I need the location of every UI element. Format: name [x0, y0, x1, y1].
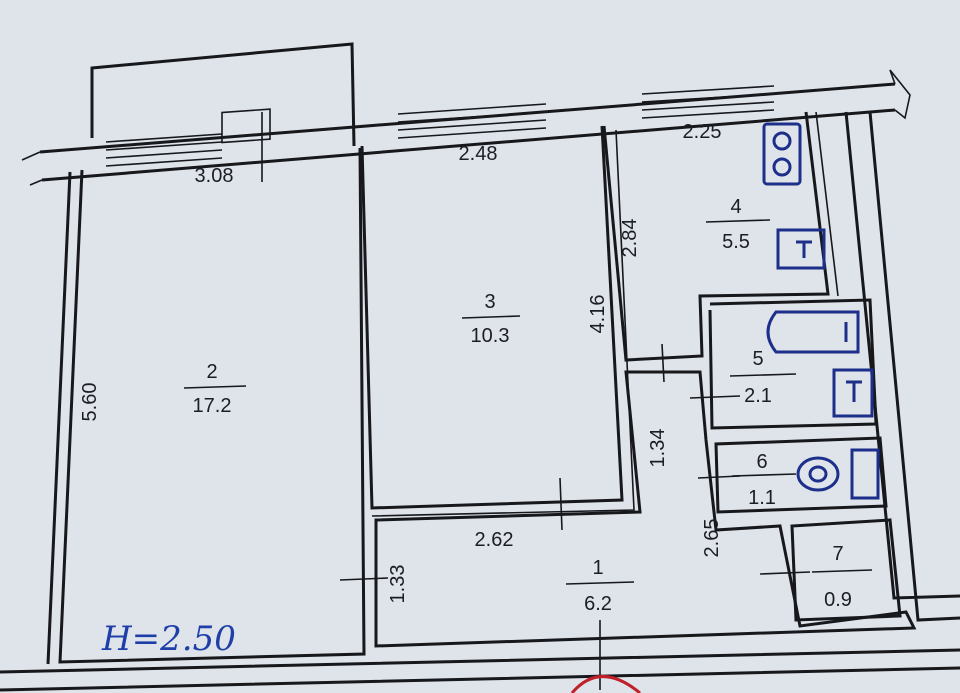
dimension-room3-width-bottom: 2.62 — [475, 529, 514, 551]
toilet-icon — [796, 448, 880, 500]
ceiling-height-note: H=2.50 — [101, 619, 236, 659]
room-label-6: 6 1.1 — [731, 451, 797, 509]
room-number: 4 — [730, 196, 741, 218]
room-number: 2 — [206, 361, 217, 383]
room7-outline — [790, 518, 902, 622]
dimension-room4-width: 2.25 — [683, 121, 722, 143]
room-label-1: 1 6.2 — [565, 557, 635, 615]
exterior-wall-bottom — [0, 648, 960, 692]
room-area: 2.1 — [744, 385, 772, 407]
window-room2 — [105, 108, 271, 167]
room-area: 0.9 — [824, 589, 852, 611]
door-ticks — [261, 112, 811, 581]
stamp-mark — [570, 675, 641, 693]
dimension-hall-depth: 1.33 — [387, 565, 409, 604]
dimension-corridor-lower: 2.65 — [701, 519, 723, 558]
balcony-outline — [90, 42, 356, 147]
room-area: 5.5 — [722, 231, 750, 253]
room-area: 1.1 — [748, 487, 776, 509]
room-label-4: 4 5.5 — [705, 196, 771, 253]
dimension-room2-width: 3.08 — [195, 165, 234, 187]
room2-outline — [58, 147, 366, 664]
washbasin-icon — [832, 368, 874, 418]
window-kitchen — [641, 85, 775, 119]
stove-icon — [762, 122, 802, 186]
room-label-2: 2 17.2 — [183, 361, 247, 417]
room-area: 17.2 — [193, 395, 232, 417]
room-label-7: 7 0.9 — [811, 543, 873, 611]
room-number: 5 — [752, 348, 763, 370]
room-label-3: 3 10.3 — [461, 291, 521, 347]
room-area: 10.3 — [471, 325, 510, 347]
room-label-5: 5 2.1 — [729, 348, 797, 407]
room-area: 6.2 — [584, 593, 612, 615]
room-number: 7 — [832, 543, 843, 565]
kitchen-sink-icon — [776, 228, 826, 270]
room-number: 3 — [484, 291, 495, 313]
exterior-wall-right — [844, 111, 960, 622]
window-room3 — [397, 103, 547, 139]
room2-inner-wall — [46, 171, 72, 665]
dimension-room2-length: 5.60 — [79, 383, 101, 422]
bathtub-icon — [766, 310, 860, 354]
room3-inner-wall — [371, 129, 635, 517]
dimension-corridor-upper: 1.34 — [647, 429, 669, 468]
dimension-room4-length: 2.84 — [619, 219, 641, 258]
dimension-room3-width-top: 2.48 — [459, 143, 498, 165]
room-number: 1 — [592, 557, 603, 579]
room4-inner-wall — [815, 111, 839, 297]
room3-outline — [360, 125, 624, 510]
room-number: 6 — [756, 451, 767, 473]
dimension-room3-length: 4.16 — [587, 295, 609, 334]
corridor-outline — [374, 370, 917, 648]
